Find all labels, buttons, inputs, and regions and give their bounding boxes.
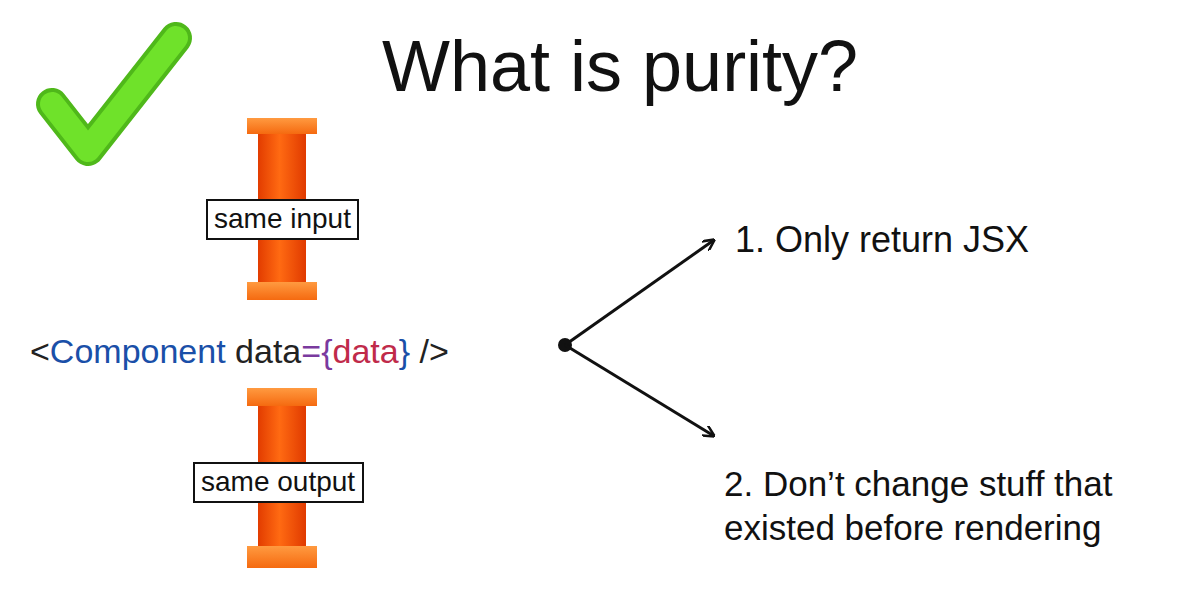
pipe-label-box: same output [193,462,364,503]
component-code: <Component data={data} /> [30,332,449,371]
check-mark [52,38,176,150]
rule-text: 2. Don’t change stuff that existed befor… [724,462,1176,550]
box-text: same input [214,204,351,235]
pipe-label-box: same input [206,199,359,240]
box-text: same output [201,467,355,498]
branch-arrows [558,240,714,436]
rule-text: 1. Only return JSX [735,219,1029,260]
title: What is purity? [382,25,858,108]
